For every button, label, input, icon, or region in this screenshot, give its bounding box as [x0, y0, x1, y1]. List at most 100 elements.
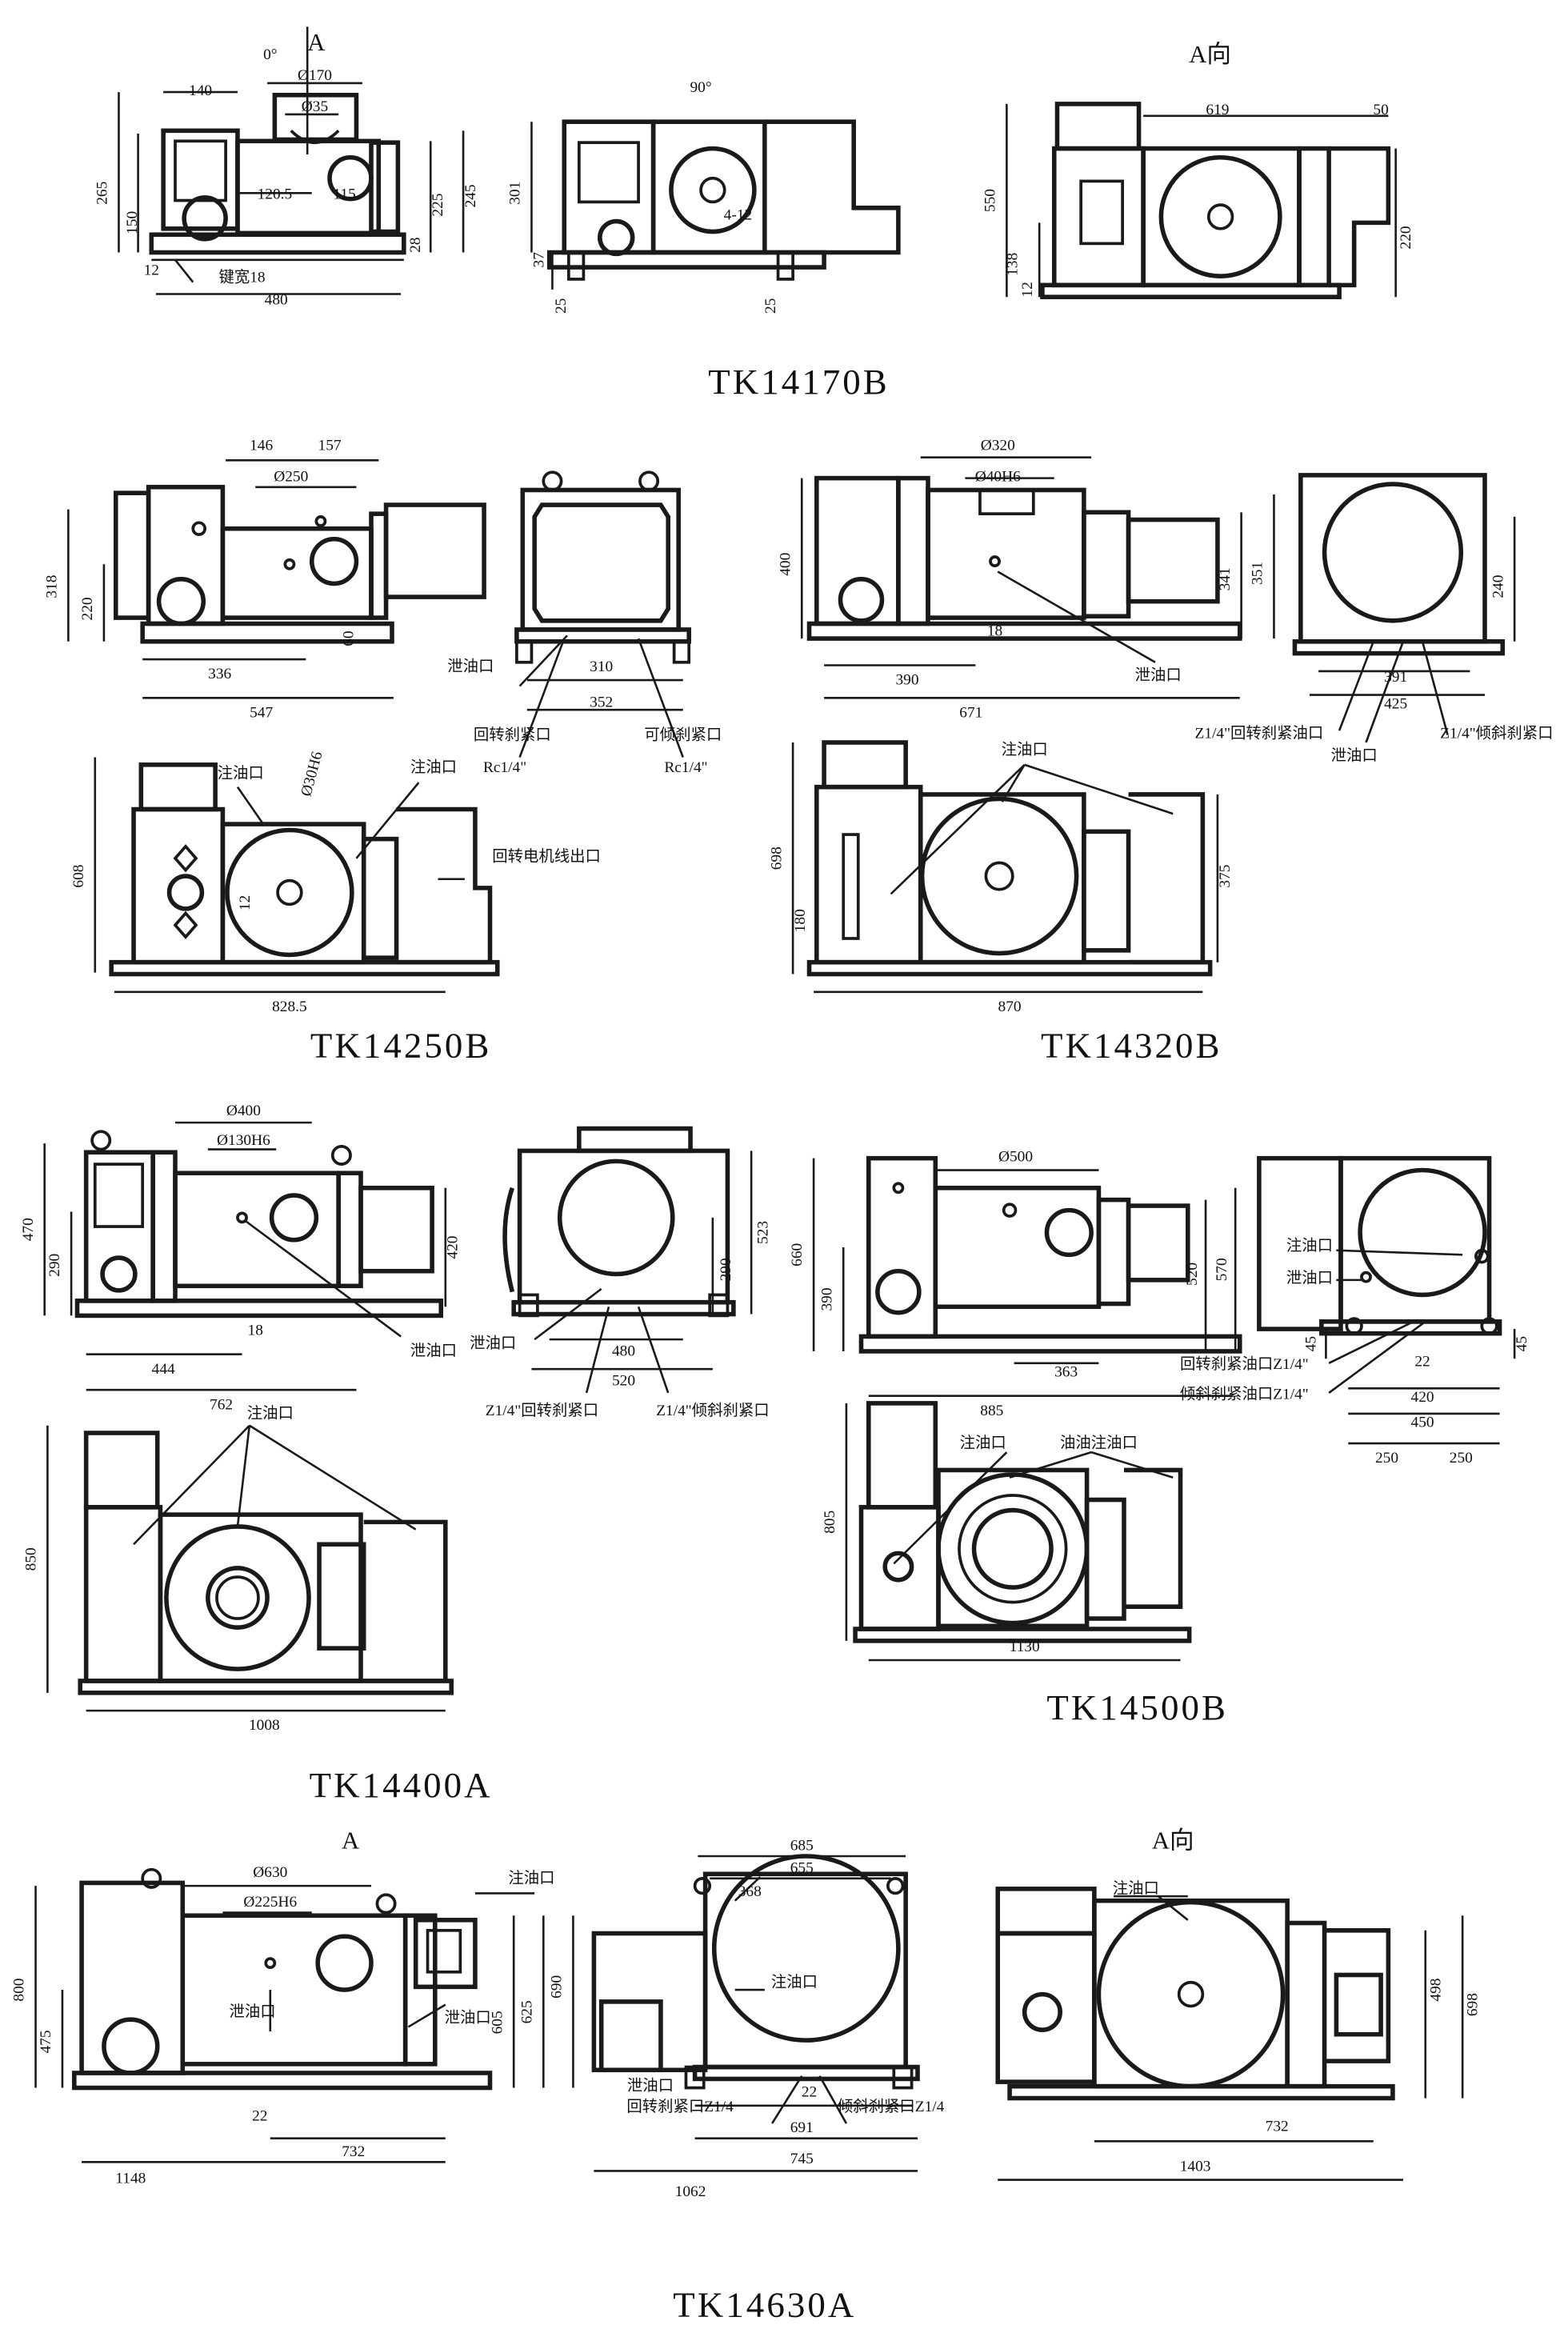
tk14320b-dim-351: 351	[1250, 562, 1266, 585]
tk14500b-dim-390: 390	[818, 1287, 835, 1311]
tk14170b-a-dim-619: 619	[1206, 102, 1229, 118]
tk14630a-view-a-direction: A向	[1152, 1827, 1194, 1855]
tk14630a-dim-d225h6: Ø225H6	[243, 1894, 297, 1911]
tk14320b-label-tilt-clamp: Z1/4"倾斜刹紧口	[1440, 724, 1553, 742]
tk14630a-dim-605: 605	[489, 2011, 506, 2034]
tk14250b-dim-157: 157	[318, 437, 342, 454]
tk14320b-label-drain-port: 泄油口	[1135, 666, 1182, 684]
tk14170b-a-dim-220: 220	[1398, 226, 1414, 249]
tk14170b-side-dim-37: 37	[530, 252, 547, 268]
tk14400a-front-view: Ø400 Ø130H6 470 290 420 18 444 762 泄油口	[20, 1102, 462, 1413]
tk14500b-side-dim-250a: 250	[1375, 1450, 1398, 1467]
tk14320b-dim-870: 870	[998, 998, 1022, 1015]
tk14250b-label-rotary-clamp-port: 回转刹紧口	[474, 726, 551, 743]
tk14250b-dim-d30h6: Ø30H6	[298, 750, 326, 798]
tk14250b-label-oil-fill-b: 注油口	[410, 758, 457, 776]
tk14170b-dim-28: 28	[407, 238, 424, 253]
tk14630a-dim-732: 732	[342, 2143, 365, 2160]
tk14250b-dim-60: 60	[341, 630, 358, 646]
tk14170b-view-0deg: 0°	[263, 46, 277, 63]
tk14500b-label-oil-fill: 注油口	[1286, 1237, 1333, 1255]
tk14500b-label-drain: 泄油口	[1286, 1270, 1333, 1287]
tk14170b-a-view: A向 619 50 550 220 138 12	[982, 41, 1414, 299]
tk14400a-label-drain: 泄油口	[410, 1343, 457, 1360]
tk14400a-dim-470: 470	[20, 1218, 37, 1241]
tk14170b-group: 0° A 140 Ø170 Ø35 265 150 120.5 115 225 …	[94, 26, 1414, 402]
tk14170b-view-a-arrow: A	[307, 29, 325, 56]
tk14630a-dim-d630: Ø630	[253, 1864, 287, 1881]
tk14500b-dim-1130: 1130	[1010, 1639, 1040, 1655]
tk14250b-dim-828-5: 828.5	[272, 998, 307, 1015]
tk14170b-dim-265: 265	[94, 182, 111, 205]
tk14630a-view-a-arrow: A	[342, 1827, 359, 1855]
tk14630a-a-dim-732: 732	[1266, 2118, 1289, 2135]
tk14320b-label-drain: 泄油口	[1331, 746, 1378, 764]
tk14400a-title: TK14400A	[310, 1765, 493, 1805]
tk14170b-title: TK14170B	[708, 362, 890, 402]
tk14400a-dim-290: 290	[46, 1254, 63, 1277]
tk14250b-label-tilt-clamp-port: 可倾刹紧口	[644, 726, 722, 743]
tk14170b-dim-225: 225	[430, 194, 446, 217]
tk14500b-label-tilt-clamp: 倾斜刹紧油口Z1/4"	[1180, 1385, 1309, 1403]
tk14250b-dim-336: 336	[208, 666, 231, 682]
tk14400a-side-dim-480: 480	[612, 1343, 635, 1360]
tk14630a-side-dim-685: 685	[790, 1838, 814, 1855]
tk14630a-side-dim-1062: 1062	[675, 2183, 706, 2200]
tk14250b-dim-146: 146	[250, 437, 273, 454]
tk14630a-side-dim-368: 368	[738, 1883, 762, 1900]
tk14500b-top-label-oil-fill-2: 油油注油口	[1060, 1435, 1138, 1452]
tk14500b-dim-520: 520	[1184, 1263, 1201, 1286]
tk14320b-dim-d40h6: Ø40H6	[975, 468, 1021, 485]
tk14630a-side-view: 685 655 368 注油口 泄油口 22 回转刹紧口Z1/4 倾斜刹紧口Z1…	[591, 1838, 945, 2200]
tk14320b-side-dim-425: 425	[1384, 695, 1407, 712]
tk14500b-dim-570: 570	[1214, 1258, 1230, 1281]
tk14170b-view-a-direction: A向	[1189, 41, 1231, 68]
tk14250b-dim-318: 318	[44, 575, 61, 598]
tk14630a-side-label-oil-fill: 注油口	[771, 1973, 818, 1991]
tk14170b-a-dim-138: 138	[1004, 253, 1021, 276]
tk14400a-side-label-rotary-clamp: Z1/4"回转刹紧口	[486, 1402, 598, 1419]
tk14170b-dim-150: 150	[124, 211, 141, 234]
tk14320b-dim-180: 180	[792, 909, 809, 932]
tk14320b-dim-698: 698	[768, 846, 785, 870]
tk14320b-side-view: 240 391 425 Z1/4"回转刹紧油口 泄油口 Z1/4"倾斜刹紧口	[1195, 473, 1554, 764]
tk14170b-side-dim-301: 301	[507, 182, 524, 205]
tk14320b-side-dim-240: 240	[1490, 575, 1506, 598]
tk14630a-a-dim-498: 498	[1427, 1979, 1444, 2002]
tk14400a-top-view: 注油口 850 1008	[23, 1404, 454, 1734]
tk14630a-side-label-rotary-clamp: 回转刹紧口Z1/4	[626, 2098, 734, 2115]
tk14250b-label-drain-port: 泄油口	[447, 658, 494, 675]
tk14170b-a-dim-50: 50	[1373, 102, 1388, 118]
tk14500b-label-rotary-clamp: 回转刹紧油口Z1/4"	[1180, 1355, 1309, 1373]
tk14170b-dim-480: 480	[265, 291, 288, 308]
tk14170b-side-dim-25a: 25	[553, 298, 570, 314]
tk14400a-side-dim-523: 523	[755, 1221, 772, 1244]
tk14630a-a-label-oil-fill: 注油口	[1113, 1879, 1159, 1897]
tk14320b-title: TK14320B	[1041, 1025, 1222, 1065]
tk14250b-side-view: 310 352 泄油口 回转刹紧口 可倾刹紧口 Rc1/4" Rc1/4"	[447, 470, 722, 776]
tk14170b-dim-12: 12	[144, 262, 159, 278]
tk14630a-label-oil-fill: 注油口	[508, 1869, 554, 1887]
tk14630a-label-drain-b: 泄油口	[445, 2009, 491, 2027]
tk14320b-label-rotary-clamp: Z1/4"回转刹紧油口	[1195, 724, 1324, 742]
tk14500b-side-view: 注油口 泄油口 45 45 22 420 450 250 250 回转刹紧油口Z…	[1180, 1155, 1530, 1467]
tk14170b-dim-245: 245	[462, 184, 479, 207]
tk14630a-dim-475: 475	[38, 2030, 54, 2053]
tk14170b-side-dim-25b: 25	[762, 298, 779, 314]
tk14500b-side-dim-45a: 45	[1302, 1336, 1319, 1351]
tk14320b-dim-390: 390	[895, 672, 918, 689]
tk14250b-dim-220: 220	[79, 597, 96, 620]
tk14400a-dim-1008: 1008	[249, 1717, 280, 1734]
tk14400a-dim-d400: Ø400	[226, 1102, 261, 1119]
tk14500b-front-view: Ø500 660 390 520 570 363 885	[789, 1148, 1242, 1419]
tk14400a-dim-420: 420	[445, 1236, 462, 1259]
tk14170b-dim-140: 140	[189, 82, 212, 99]
tk14400a-side-dim-290: 290	[718, 1258, 734, 1281]
tk14500b-dim-885: 885	[980, 1403, 1003, 1419]
tk14170b-a-dim-12: 12	[1019, 282, 1036, 297]
tk14170b-label-key-width: 键宽18	[218, 269, 265, 286]
tk14320b-top-view: 注油口 698 180 375 870	[768, 740, 1234, 1015]
tk14250b-dim-547: 547	[250, 704, 273, 721]
tk14320b-dim-341: 341	[1217, 567, 1234, 590]
tk14500b-side-dim-45b: 45	[1514, 1336, 1530, 1351]
